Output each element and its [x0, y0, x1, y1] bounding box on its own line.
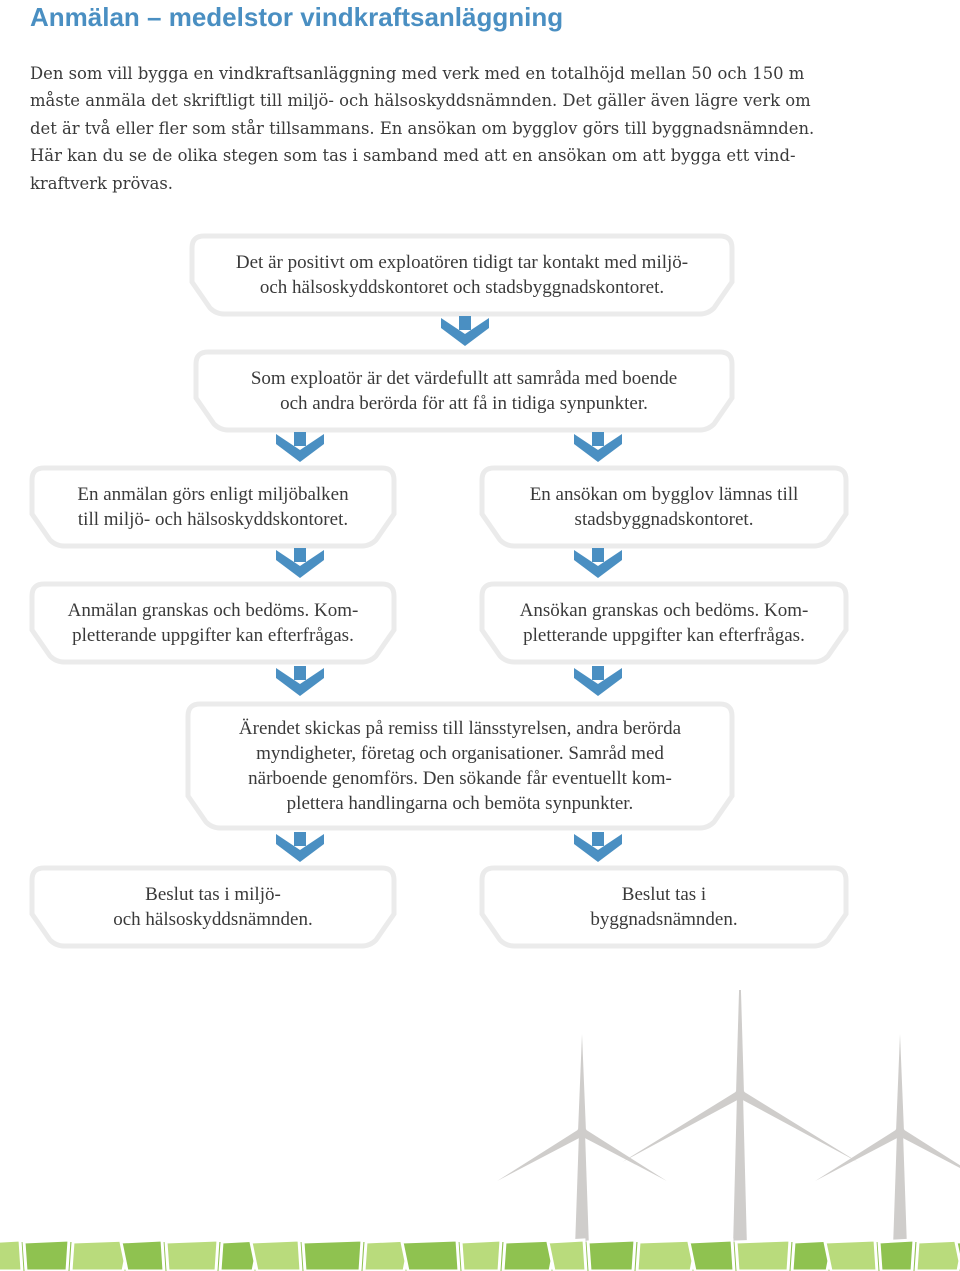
box-line: och hälsoskyddskontoret och stadsbyggnad… — [260, 275, 664, 300]
grass-strip — [0, 1240, 960, 1271]
grass-tile — [303, 1240, 362, 1271]
box-line: Anmälan granskas och bedöms. Kom- — [68, 598, 359, 623]
wind-turbine-scene — [0, 990, 960, 1271]
turbine-blade — [738, 1091, 858, 1162]
turbine-tower — [733, 1094, 747, 1248]
box-line: närboende genomförs. Den sökande får eve… — [248, 766, 672, 791]
grass-tile — [637, 1240, 697, 1271]
step-notification-text: En anmälan görs enligt miljöbalken till … — [32, 468, 394, 546]
turbine-hub — [895, 1127, 905, 1137]
turbine-hub — [577, 1127, 587, 1137]
box-line: pletterande uppgifter kan efterfrågas. — [523, 623, 805, 648]
box-line: pletterande uppgifter kan efterfrågas. — [72, 623, 354, 648]
box-line: och andra berörda för att få in tidiga s… — [280, 391, 648, 416]
turbine-blade — [580, 1129, 667, 1181]
arrow-down-icon — [276, 432, 324, 462]
turbine-blade — [622, 1091, 742, 1162]
grass-tile — [121, 1240, 164, 1271]
turbine-blade — [736, 990, 744, 1094]
box-line: myndigheter, företag och organisationer.… — [256, 741, 664, 766]
grass-tile — [689, 1240, 734, 1271]
grass-tile — [916, 1240, 960, 1271]
grass-tile — [588, 1240, 635, 1271]
step-consultation-text: Som exploatör är det värdefullt att samr… — [196, 352, 732, 430]
grass-tile — [402, 1240, 459, 1271]
grass-tile — [879, 1240, 914, 1271]
box-line: Beslut tas i miljö- — [145, 882, 281, 907]
grass-tile — [24, 1240, 69, 1271]
box-line: och hälsoskyddsnämnden. — [113, 907, 312, 932]
box-line: byggnadsnämnden. — [590, 907, 737, 932]
box-line: Som exploatör är det värdefullt att samr… — [251, 366, 677, 391]
grass-tile — [461, 1240, 501, 1271]
turbine-blade — [497, 1129, 584, 1181]
box-line: Ansökan granskas och bedöms. Kom- — [520, 598, 809, 623]
box-line: Ärendet skickas på remiss till länsstyre… — [239, 716, 681, 741]
box-line: Det är positivt om exploatören tidigt ta… — [236, 250, 688, 275]
step-referral-text: Ärendet skickas på remiss till länsstyre… — [188, 704, 732, 828]
wind-turbine-icon — [815, 1034, 960, 1248]
step-decision-environment-text: Beslut tas i miljö- och hälsoskyddsnämnd… — [32, 868, 394, 946]
turbine-blade — [815, 1129, 902, 1181]
turbine-blade — [896, 1034, 904, 1132]
grass-tile — [736, 1240, 790, 1271]
step-notification-review-text: Anmälan granskas och bedöms. Kom- plette… — [32, 584, 394, 662]
step-application-review-text: Ansökan granskas och bedöms. Kom- plette… — [482, 584, 846, 662]
turbine-tower — [575, 1132, 589, 1248]
turbine-hub — [735, 1089, 745, 1099]
arrow-down-icon — [574, 432, 622, 462]
arrow-down-icon — [276, 666, 324, 696]
step-early-contact-text: Det är positivt om exploatören tidigt ta… — [192, 236, 732, 314]
grass-tile — [166, 1240, 218, 1271]
wind-turbine-icon — [497, 1034, 667, 1248]
box-line: till miljö- och hälsoskyddskontoret. — [78, 507, 348, 532]
box-line: plettera handlingarna och bemöta synpunk… — [287, 791, 634, 816]
turbine-blade — [898, 1129, 960, 1181]
box-line: En ansökan om bygglov lämnas till — [530, 482, 799, 507]
grass-tile — [251, 1240, 301, 1271]
arrow-down-icon — [276, 832, 324, 862]
grass-tile — [825, 1240, 877, 1271]
arrow-down-icon — [441, 316, 489, 346]
turbine-blade — [578, 1034, 586, 1132]
grass-tile — [548, 1240, 586, 1271]
step-decision-building-text: Beslut tas i byggnadsnämnden. — [482, 868, 846, 946]
arrow-down-icon — [276, 548, 324, 578]
step-permit-application-text: En ansökan om bygglov lämnas till stadsb… — [482, 468, 846, 546]
box-line: En anmälan görs enligt miljöbalken — [77, 482, 348, 507]
arrow-down-icon — [574, 832, 622, 862]
wind-turbine-icon — [622, 990, 858, 1248]
turbines-group — [497, 990, 960, 1248]
turbine-tower — [893, 1132, 907, 1248]
grass-tile — [0, 1240, 22, 1271]
arrow-down-icon — [574, 666, 622, 696]
box-line: Beslut tas i — [622, 882, 706, 907]
arrow-down-icon — [574, 548, 622, 578]
box-line: stadsbyggnadskontoret. — [575, 507, 754, 532]
